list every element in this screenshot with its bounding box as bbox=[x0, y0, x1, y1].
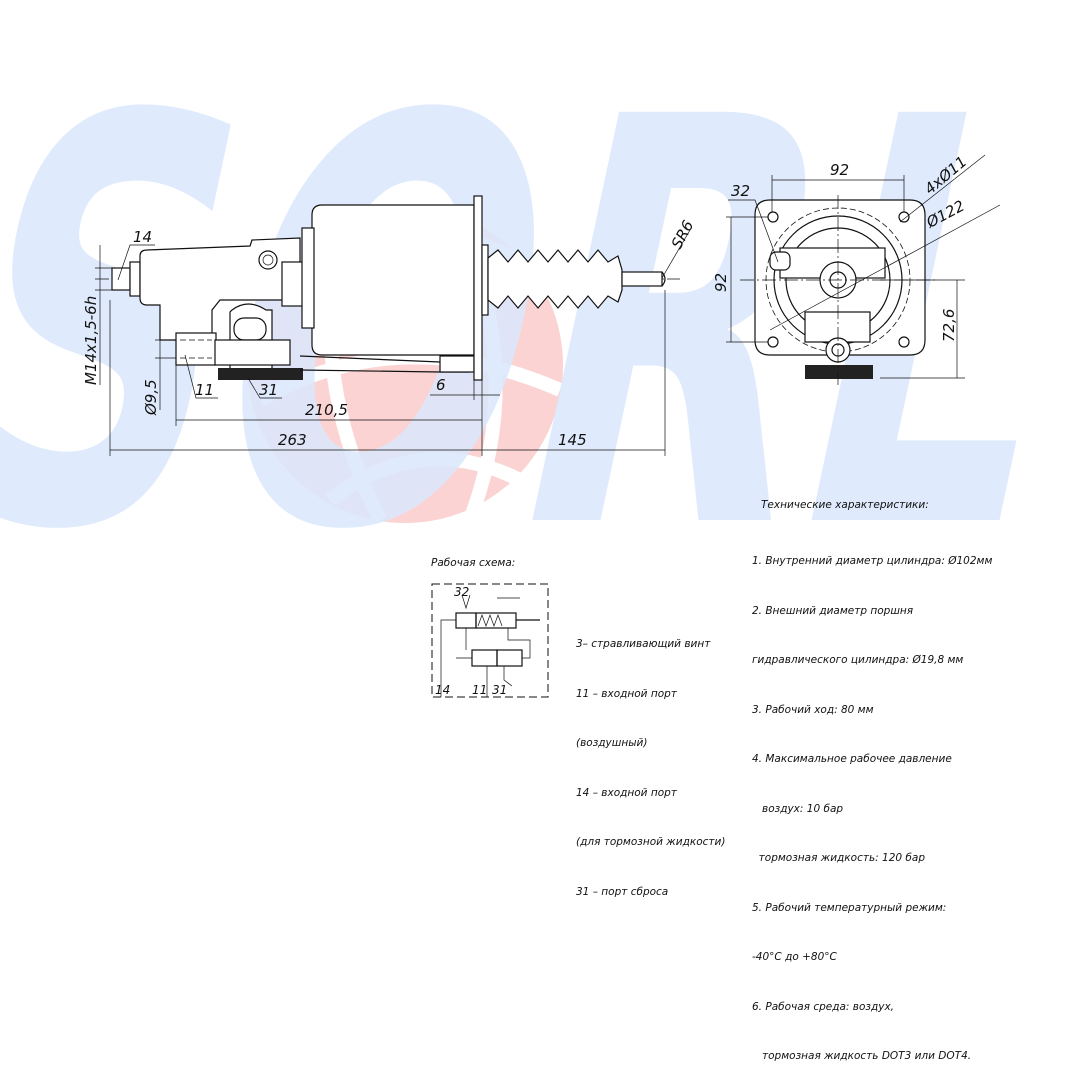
label-screw-32: 32 bbox=[731, 182, 750, 200]
valve-housing bbox=[214, 339, 291, 366]
legend-item: 14 – входной порт bbox=[576, 786, 677, 799]
spec-line: 3. Рабочий ход: 80 мм bbox=[752, 703, 874, 716]
pneumatic-cylinder bbox=[311, 204, 475, 356]
scheme-frame bbox=[431, 583, 549, 698]
spec-line: гидравлического цилиндра: Ø19,8 мм bbox=[752, 654, 964, 666]
legend-item: (для тормозной жидкости) bbox=[576, 836, 726, 848]
spec-line: 5. Рабочий температурный режим: bbox=[752, 901, 947, 914]
specs-title: Технические характеристики: bbox=[761, 499, 929, 511]
spec-line: -40°С до +80°С bbox=[752, 951, 837, 963]
legend-item: 11 – входной порт bbox=[576, 687, 677, 700]
specs-list: 1. Внутренний диаметр цилиндра: Ø102мм 2… bbox=[752, 520, 992, 1081]
spec-line: 6. Рабочая среда: воздух, bbox=[752, 1000, 895, 1013]
boot-seat bbox=[481, 244, 489, 316]
dim-145: 145 bbox=[558, 431, 587, 449]
dimension-lines bbox=[95, 229, 691, 456]
spec-line: тормозная жидкость DOT3 или DOT4. bbox=[752, 1050, 972, 1062]
spec-line: тормозная жидкость: 120 бар bbox=[752, 852, 925, 864]
legend-item: 31 – порт сброса bbox=[576, 885, 669, 898]
mount-boss bbox=[258, 250, 278, 270]
scheme-spring bbox=[477, 613, 503, 628]
working-scheme: 32 14 11 31 bbox=[431, 583, 549, 698]
spec-line: 4. Максимальное рабочее давление bbox=[752, 753, 952, 765]
rubber-boot bbox=[487, 249, 623, 309]
side-view: 14 11 31 SR6 M14x1,5-6h Ø9,5 6 210,5 263… bbox=[82, 195, 697, 456]
scheme-label-32: 32 bbox=[454, 585, 469, 599]
dim-263: 263 bbox=[278, 431, 307, 449]
pipe-fitting bbox=[439, 355, 475, 373]
front-dimension-lines bbox=[726, 154, 1001, 379]
scheme-legend: 3– стравливающий винт 11 – входной порт … bbox=[576, 603, 725, 917]
scheme-label-11: 11 bbox=[472, 683, 487, 697]
port-11 bbox=[175, 332, 217, 366]
valve-lower bbox=[804, 311, 871, 343]
label-port-11: 11 bbox=[195, 381, 214, 399]
mount-boss-hole bbox=[262, 254, 274, 266]
bleed-screw-32 bbox=[769, 251, 791, 271]
dim-thread: M14x1,5-6h bbox=[82, 296, 100, 385]
drawing-canvas: SORL bbox=[0, 0, 1080, 698]
label-port-31: 31 bbox=[259, 381, 278, 399]
dim-port-diameter: Ø9,5 bbox=[142, 379, 160, 416]
dim-width-92: 92 bbox=[830, 161, 849, 179]
spec-line: 1. Внутренний диаметр цилиндра: Ø102мм bbox=[752, 555, 993, 567]
dim-210-5: 210,5 bbox=[305, 401, 348, 419]
legend-item: 3– стравливающий винт bbox=[576, 638, 711, 650]
cylinder-rear-ring bbox=[301, 227, 315, 329]
scheme-label-31: 31 bbox=[492, 683, 507, 697]
scheme-lines bbox=[440, 594, 531, 697]
exhaust-port-31 bbox=[218, 368, 303, 380]
flange bbox=[473, 195, 483, 381]
push-rod bbox=[621, 271, 663, 287]
rod-tip bbox=[661, 271, 666, 287]
spec-line: 2. Внешний диаметр поршня bbox=[752, 604, 914, 617]
fitting-nut bbox=[129, 261, 141, 297]
dim-72-6: 72,6 bbox=[940, 309, 958, 342]
dim-height-92: 92 bbox=[712, 273, 730, 292]
label-port-14: 14 bbox=[133, 228, 152, 246]
scheme-label-14: 14 bbox=[435, 683, 450, 697]
spec-line: воздух: 10 бар bbox=[752, 802, 844, 815]
dim-flange: 6 bbox=[436, 376, 446, 394]
scheme-title: Рабочая схема: bbox=[431, 557, 516, 569]
exhaust-front bbox=[805, 365, 873, 379]
legend-item: (воздушный) bbox=[576, 737, 648, 749]
